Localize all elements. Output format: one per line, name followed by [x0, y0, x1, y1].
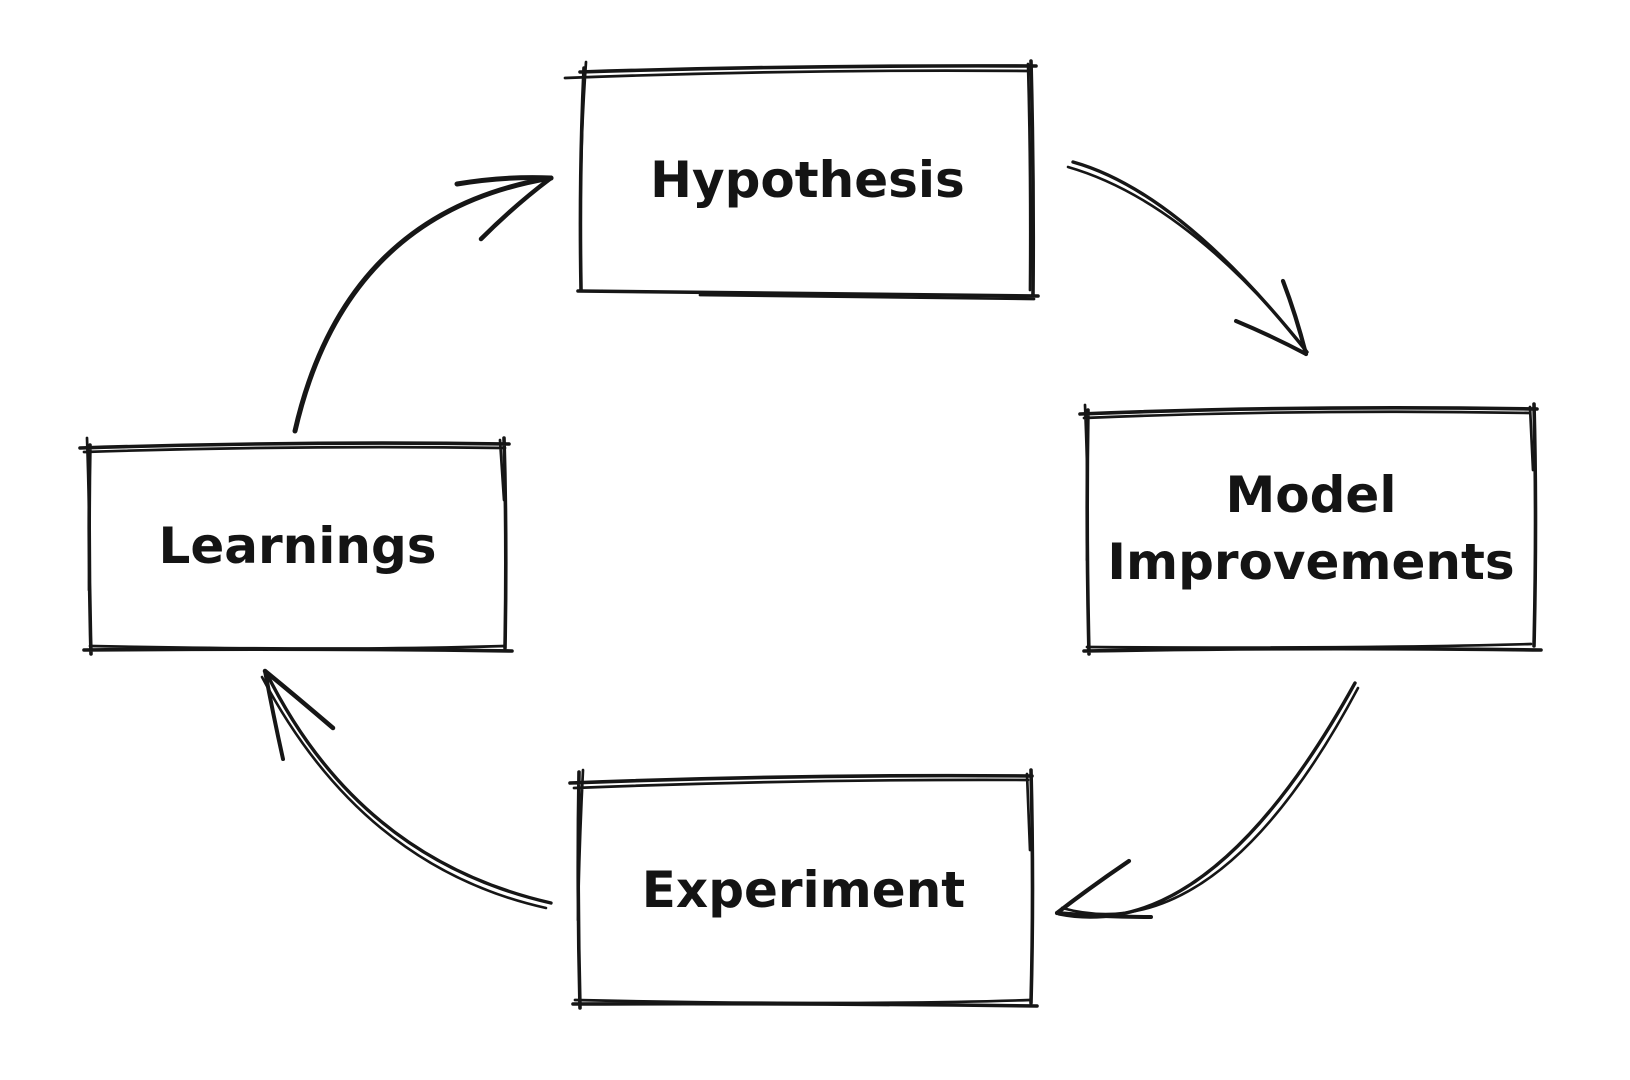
- arrow-model-improvements-to-experiment-shaft[interactable]: [1057, 681, 1357, 919]
- arrow-experiment-to-learnings[interactable]: [260, 668, 553, 910]
- arrow-hypothesis-to-model-improvements-barb-1[interactable]: [1280, 278, 1309, 357]
- experiment-box-outline[interactable]: [568, 768, 1039, 1010]
- arrow-model-improvements-to-experiment-shaft-overdraw[interactable]: [1060, 686, 1360, 916]
- node-hypothesis-box[interactable]: [563, 59, 1040, 301]
- arrow-experiment-to-learnings-barb-2[interactable]: [263, 669, 285, 761]
- learnings-box-outline-overdraw[interactable]: [82, 436, 507, 650]
- arrow-hypothesis-to-model-improvements[interactable]: [1066, 160, 1309, 357]
- experiment-box-outline-overdraw[interactable]: [572, 768, 1032, 1005]
- arrow-model-improvements-to-experiment-barb-1[interactable]: [1054, 858, 1132, 916]
- hypothesis-label-text: Hypothesis: [650, 151, 965, 209]
- model-improvements-label-line1: Model: [1225, 465, 1397, 524]
- arrow-experiment-to-learnings-shaft[interactable]: [264, 670, 553, 905]
- node-experiment-box[interactable]: [568, 768, 1039, 1010]
- learnings-label-text: Learnings: [158, 517, 437, 575]
- arrow-hypothesis-to-model-improvements-barb-2[interactable]: [1234, 319, 1308, 356]
- arrow-learnings-to-hypothesis[interactable]: [292, 175, 554, 434]
- node-label-learnings[interactable]: Learnings: [88, 443, 507, 650]
- node-model-improvements-box[interactable]: [1078, 402, 1543, 656]
- arrow-learnings-to-hypothesis-barb-2[interactable]: [478, 175, 554, 242]
- arrow-experiment-to-learnings-shaft-overdraw[interactable]: [260, 675, 548, 910]
- arrow-model-improvements-to-experiment-barb-2[interactable]: [1055, 911, 1153, 919]
- arrow-hypothesis-to-model-improvements-shaft[interactable]: [1071, 160, 1309, 354]
- node-label-hypothesis[interactable]: Hypothesis: [583, 65, 1032, 296]
- experiment-label-text: Experiment: [641, 860, 966, 919]
- node-label-experiment[interactable]: Experiment: [577, 775, 1030, 1005]
- arrow-experiment-to-learnings-barb-1[interactable]: [262, 668, 336, 731]
- node-learnings-box[interactable]: [78, 436, 514, 656]
- model-improvements-box-outline[interactable]: [1078, 402, 1543, 656]
- arrow-model-improvements-to-experiment[interactable]: [1054, 681, 1360, 919]
- hypothesis-box-outline[interactable]: [576, 59, 1040, 298]
- model-improvements-label-line2: Improvements: [1107, 532, 1515, 591]
- node-label-model-improvements[interactable]: Model Improvements: [1087, 408, 1535, 649]
- learnings-box-outline[interactable]: [78, 436, 514, 656]
- model-improvements-box-outline-overdraw[interactable]: [1082, 403, 1535, 649]
- hypothesis-box-outline-overdraw[interactable]: [563, 60, 1036, 301]
- arrow-hypothesis-to-model-improvements-shaft-overdraw[interactable]: [1066, 165, 1304, 347]
- arrow-learnings-to-hypothesis-barb-1[interactable]: [454, 175, 554, 187]
- arrow-learnings-to-hypothesis-shaft[interactable]: [292, 175, 554, 434]
